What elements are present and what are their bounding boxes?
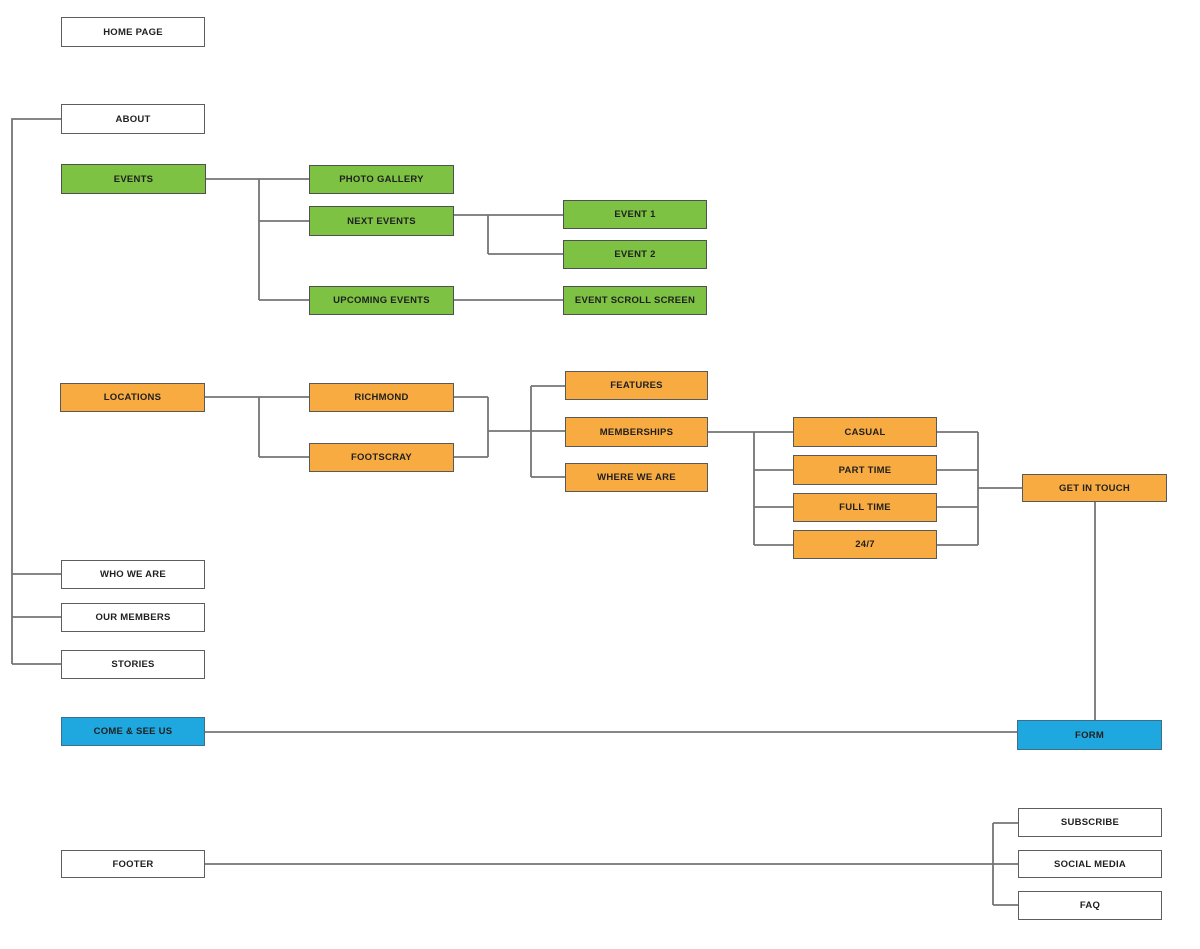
node-social-media: SOCIAL MEDIA <box>1018 850 1162 878</box>
node-footscray: FOOTSCRAY <box>309 443 454 472</box>
edge-locations-children <box>205 396 309 458</box>
node-footer: FOOTER <box>61 850 205 878</box>
node-event-2: EVENT 2 <box>563 240 707 269</box>
edge-next-events-children <box>454 214 563 255</box>
edge-location-subpages <box>530 385 565 478</box>
edge-branches-collector <box>454 396 531 458</box>
node-24-7: 24/7 <box>793 530 937 559</box>
node-photo-gallery: PHOTO GALLERY <box>309 165 454 194</box>
node-faq: FAQ <box>1018 891 1162 920</box>
node-our-members: OUR MEMBERS <box>61 603 205 632</box>
node-come-and-see-us: COME & SEE US <box>61 717 205 746</box>
node-form: FORM <box>1017 720 1162 750</box>
node-upcoming-events: UPCOMING EVENTS <box>309 286 454 315</box>
edge-footer-children <box>205 822 1018 906</box>
node-memberships: MEMBERSHIPS <box>565 417 708 447</box>
node-get-in-touch: GET IN TOUCH <box>1022 474 1167 502</box>
node-about: ABOUT <box>61 104 205 134</box>
node-next-events: NEXT EVENTS <box>309 206 454 236</box>
node-home-page: HOME PAGE <box>61 17 205 47</box>
node-where-we-are: WHERE WE ARE <box>565 463 708 492</box>
node-richmond: RICHMOND <box>309 383 454 412</box>
node-full-time: FULL TIME <box>793 493 937 522</box>
node-locations: LOCATIONS <box>60 383 205 412</box>
node-who-we-are: WHO WE ARE <box>61 560 205 589</box>
node-event-1: EVENT 1 <box>563 200 707 229</box>
edge-about-subpages <box>11 118 61 665</box>
edge-memberships-children <box>708 431 793 546</box>
node-events: EVENTS <box>61 164 206 194</box>
node-features: FEATURES <box>565 371 708 400</box>
node-subscribe: SUBSCRIBE <box>1018 808 1162 837</box>
edge-memberships-get-in-touch <box>937 431 1022 546</box>
node-stories: STORIES <box>61 650 205 679</box>
edge-events-children <box>206 178 309 301</box>
node-casual: CASUAL <box>793 417 937 447</box>
node-part-time: PART TIME <box>793 455 937 485</box>
node-event-scroll-screen: EVENT SCROLL SCREEN <box>563 286 707 315</box>
